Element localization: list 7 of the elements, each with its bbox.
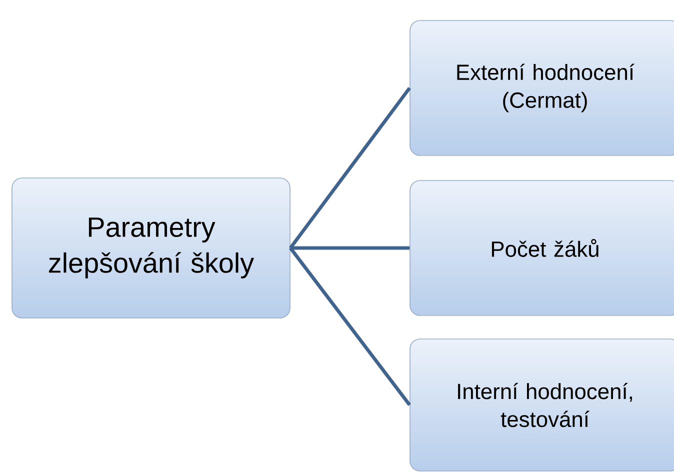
connector-line xyxy=(290,246,410,250)
connector-line xyxy=(289,86,411,250)
connector-line xyxy=(289,246,411,406)
main-box: Parametry zlepšování školy xyxy=(12,178,290,318)
process-box: Interní hodnocení, testování xyxy=(410,338,674,472)
process-box: Externí hodnocení (Cermat) xyxy=(410,20,674,156)
process-box: Počet žáků xyxy=(410,180,674,316)
